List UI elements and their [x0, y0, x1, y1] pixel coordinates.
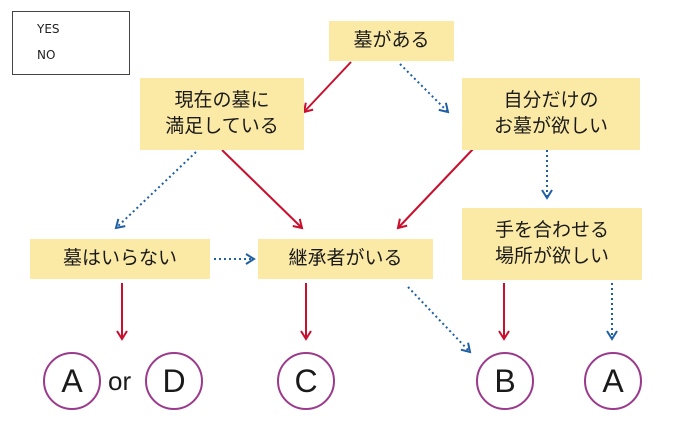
node-start: 墓がある — [329, 21, 454, 61]
legend-no-label: NO — [37, 48, 56, 62]
arrow-start-to-own — [399, 63, 450, 114]
result-b: B — [476, 352, 534, 410]
node-place: 手を合わせる 場所が欲しい — [462, 208, 642, 280]
arrow-satisfied-to-nograve — [114, 151, 197, 230]
node-satisfied: 現在の墓に 満足している — [140, 78, 304, 150]
result-c: C — [277, 352, 335, 410]
node-own-grave: 自分だけの お墓が欲しい — [462, 78, 640, 150]
arrow-own-to-successor — [396, 147, 475, 230]
node-successor: 継承者がいる — [258, 239, 433, 279]
result-d: D — [145, 352, 203, 410]
result-a-right: A — [584, 352, 642, 410]
legend-yes-label: YES — [37, 22, 60, 36]
node-no-grave: 墓はいらない — [30, 239, 210, 279]
arrow-start-to-satisfied — [302, 61, 352, 114]
legend: YES NO — [12, 11, 130, 75]
result-or-text: or — [108, 366, 132, 396]
result-a-left: A — [43, 352, 101, 410]
arrow-satisfied-to-successor — [221, 149, 304, 230]
arrow-successor-to-b — [407, 286, 472, 354]
